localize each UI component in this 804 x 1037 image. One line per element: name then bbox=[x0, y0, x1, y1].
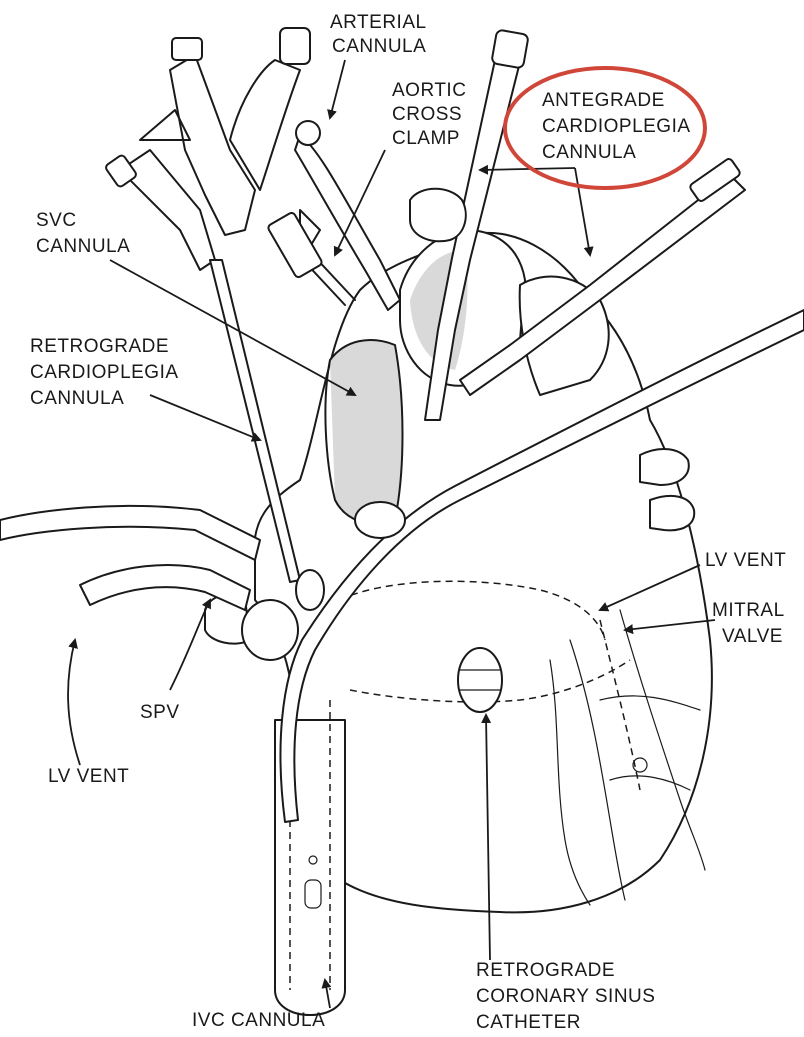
arterial-cannula-tube bbox=[295, 135, 400, 310]
antegrade-vent-loop bbox=[410, 189, 466, 242]
label-line: CLAMP bbox=[392, 128, 460, 149]
label-line: AORTIC bbox=[392, 80, 466, 101]
label-line: CANNULA bbox=[36, 236, 130, 257]
label-line: RETROGRADE bbox=[30, 336, 169, 357]
label-line: LV VENT bbox=[48, 766, 129, 787]
pulmonary-vein-lower bbox=[650, 496, 694, 530]
label-line: CARDIOPLEGIA bbox=[542, 116, 691, 137]
arterial-cannula-tip bbox=[296, 121, 320, 145]
label-line: CANNULA bbox=[542, 142, 636, 163]
label-aortic-cross-clamp: AORTIC CROSS CLAMP bbox=[392, 80, 466, 149]
label-line: SVC bbox=[36, 210, 77, 231]
label-line: IVC CANNULA bbox=[192, 1010, 325, 1031]
label-line: LV VENT bbox=[705, 550, 786, 571]
label-lv-vent-left: LV VENT bbox=[48, 766, 129, 787]
label-spv: SPV bbox=[140, 702, 180, 723]
lv-vent-left-leader bbox=[68, 640, 80, 765]
label-line: CANNULA bbox=[332, 36, 426, 57]
label-line: CARDIOPLEGIA bbox=[30, 362, 179, 383]
svc-luer-cap bbox=[172, 38, 202, 60]
label-line: MITRAL bbox=[712, 600, 785, 621]
right-atrium-shading bbox=[330, 340, 403, 524]
label-mitral-valve: MITRAL VALVE bbox=[712, 600, 785, 647]
retrograde-insertion-ring bbox=[296, 570, 324, 610]
svc-cannula-cap bbox=[280, 28, 310, 64]
clamp-jaw bbox=[267, 212, 323, 279]
label-svc-cannula: SVC CANNULA bbox=[36, 210, 130, 257]
label-line: ANTEGRADE bbox=[542, 90, 665, 111]
coronary-sinus-balloon bbox=[458, 648, 502, 712]
label-line: RETROGRADE bbox=[476, 960, 615, 981]
label-line: CATHETER bbox=[476, 1012, 581, 1032]
label-retrograde-coronary-sinus-catheter: RETROGRADE CORONARY SINUS CATHETER bbox=[476, 960, 655, 1032]
antegrade-luer-cap bbox=[491, 29, 528, 68]
label-lv-vent-right: LV VENT bbox=[705, 550, 786, 571]
retrograde-cardioplegia-leader bbox=[150, 395, 260, 440]
antegrade-leader-2 bbox=[575, 168, 590, 255]
label-ivc-cannula: IVC CANNULA bbox=[192, 1010, 325, 1031]
label-line: CANNULA bbox=[30, 388, 124, 409]
label-line: CROSS bbox=[392, 104, 462, 125]
label-line: VALVE bbox=[722, 626, 783, 647]
purse-string-ring bbox=[355, 502, 405, 538]
label-line: CORONARY SINUS bbox=[476, 986, 655, 1007]
svc-snare-ring bbox=[242, 600, 298, 660]
label-antegrade-cardioplegia-cannula: ANTEGRADE CARDIOPLEGIA CANNULA bbox=[542, 90, 691, 163]
label-line: ARTERIAL bbox=[330, 12, 427, 33]
spv-leader bbox=[170, 600, 210, 690]
arterial-cannula-leader bbox=[330, 60, 345, 118]
label-line: SPV bbox=[140, 702, 180, 723]
label-arterial-cannula: ARTERIAL CANNULA bbox=[330, 12, 427, 57]
lv-vent-tube-left bbox=[0, 506, 260, 560]
pulmonary-vein-upper bbox=[640, 449, 689, 485]
